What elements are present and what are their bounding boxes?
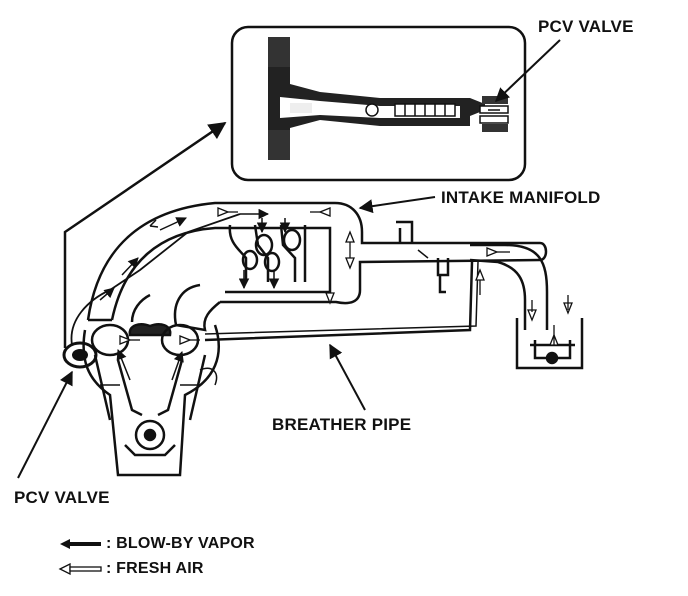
breather-pipe [204, 261, 474, 342]
label-pcv-valve-bottom: PCV VALVE [14, 488, 110, 507]
pcv-valve-inset [230, 25, 527, 182]
legend-blow-by: : BLOW-BY VAPOR [58, 536, 255, 552]
pcv-valve-cross-section [268, 37, 509, 160]
fresh-air-flow-arrows [119, 207, 573, 346]
pcv-valve-bottom-leader [17, 370, 73, 479]
pcv-valve-top-leader [494, 39, 561, 102]
inset-pointer-line [63, 121, 227, 348]
label-breather-pipe: BREATHER PIPE [272, 415, 412, 434]
pcv-valve-engine [62, 341, 98, 369]
label-pcv-valve-top: PCV VALVE [538, 17, 634, 36]
blow-by-hose [70, 213, 241, 346]
solid-arrow-icon [60, 539, 101, 549]
legend-fresh-air-label: : FRESH AIR [106, 560, 204, 577]
legend-blow-by-label: : BLOW-BY VAPOR [106, 535, 255, 552]
engine-block [82, 323, 220, 477]
outline-arrow-icon [58, 563, 102, 575]
intake-manifold [86, 201, 548, 332]
legend-fresh-air: : FRESH AIR [58, 561, 204, 577]
blow-by-flow-arrows [99, 208, 291, 381]
breather-pipe-leader [329, 343, 366, 411]
label-intake-manifold: INTAKE MANIFOLD [441, 188, 601, 207]
intake-manifold-leader [358, 196, 436, 214]
